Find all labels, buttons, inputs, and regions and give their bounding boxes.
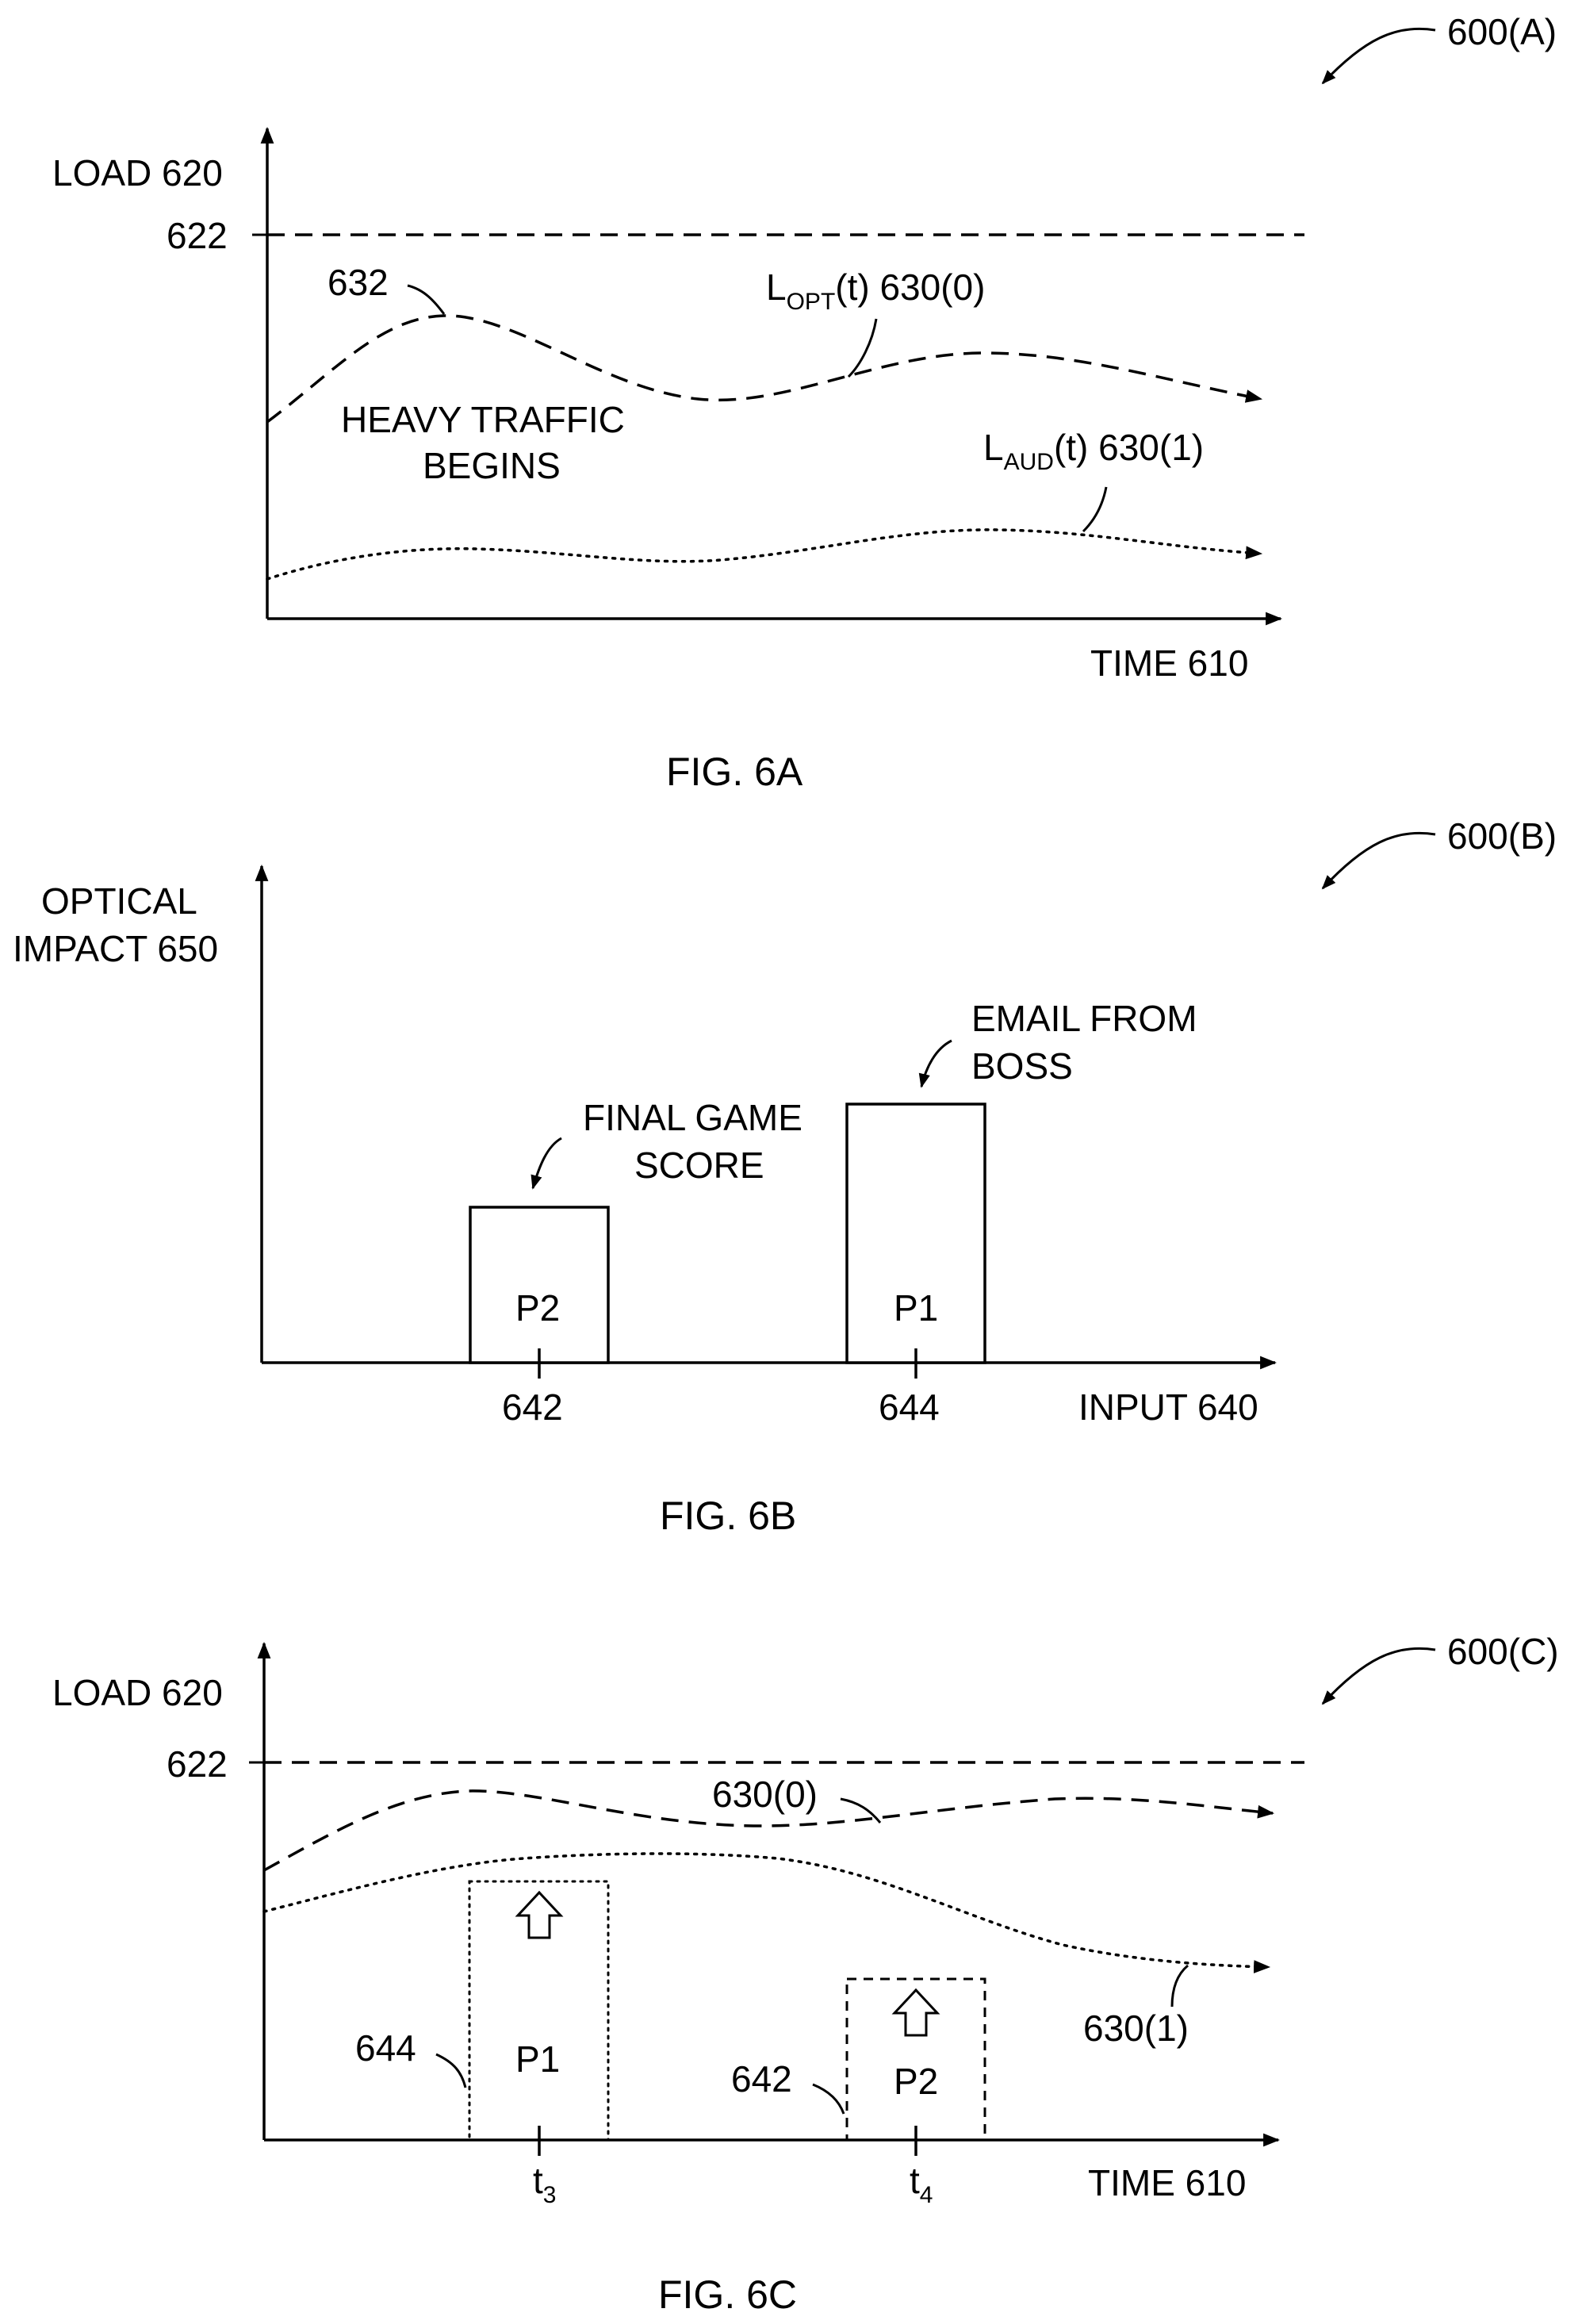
fig-6a-audio-load-curve bbox=[266, 528, 1263, 581]
fig-6c-box-p2-ref: 642 bbox=[731, 2058, 792, 2100]
fig-6a-peak-leader bbox=[407, 284, 446, 315]
fig-6a-caption: FIG. 6A bbox=[666, 750, 803, 794]
fig-6b-bar-p2-note-arrow bbox=[531, 1137, 562, 1190]
fig-6b-bar-p1-note-arrow bbox=[918, 1039, 952, 1088]
fig-6c-box-p2-up-arrow bbox=[891, 1988, 940, 2037]
fig-6b-bar-p1-label: P1 bbox=[894, 1287, 938, 1329]
fig-6c-reference: 600(C) bbox=[1447, 1631, 1559, 1672]
fig-6a-peak-label: 632 bbox=[328, 262, 389, 303]
fig-6c-box-p1-ref: 644 bbox=[355, 2027, 416, 2069]
fig-6c-caption: FIG. 6C bbox=[658, 2272, 797, 2317]
fig-6a-optical-curve-leader bbox=[847, 318, 878, 378]
fig-6c-box-p1 bbox=[468, 1880, 610, 2142]
fig-6c-audio-curve-leader bbox=[1170, 1964, 1189, 2008]
fig-6b-x-axis-label: INPUT 640 bbox=[1078, 1386, 1258, 1428]
fig-6b-reference-arrow bbox=[1321, 831, 1436, 890]
figure-6a: 600(A) LOAD 620 TIME 610 622 632 LOPT(t)… bbox=[52, 11, 1557, 794]
fig-6a-reference-arrow bbox=[1321, 27, 1436, 85]
fig-6b-bar-p2-note-line1: FINAL GAME bbox=[583, 1097, 802, 1138]
fig-6b-tick-644-label: 644 bbox=[879, 1386, 940, 1428]
fig-6b-bar-p2-note-line2: SCORE bbox=[634, 1145, 764, 1186]
fig-6a-event-label-line2: BEGINS bbox=[423, 445, 561, 486]
fig-6a-optical-curve-label: LOPT(t) 630(0) bbox=[766, 267, 985, 315]
fig-6c-box-p2-ref-leader bbox=[812, 2083, 845, 2115]
fig-6c-tick-t4-label: t4 bbox=[910, 2160, 933, 2208]
fig-6a-optical-load-curve bbox=[266, 314, 1263, 424]
fig-6c-audio-load-curve bbox=[262, 1852, 1271, 1973]
fig-6c-x-axis-label: TIME 610 bbox=[1088, 2162, 1246, 2203]
fig-6b-y-axis-label-line2: IMPACT 650 bbox=[13, 928, 218, 969]
fig-6c-box-p2 bbox=[845, 1977, 986, 2142]
fig-6c-box-p1-label: P1 bbox=[515, 2038, 560, 2080]
fig-6b-bar-p1-note-line1: EMAIL FROM bbox=[971, 998, 1197, 1039]
fig-6c-optical-curve-leader bbox=[840, 1797, 882, 1824]
fig-6b-bar-p2-label: P2 bbox=[515, 1287, 560, 1329]
figure-6c: 600(C) LOAD 620 TIME 610 622 630(0) 630(… bbox=[52, 1631, 1559, 2317]
fig-6a-audio-curve-leader bbox=[1082, 486, 1108, 533]
fig-6a-event-label-line1: HEAVY TRAFFIC bbox=[341, 399, 625, 440]
fig-6a-audio-curve-label: LAUD(t) 630(1) bbox=[983, 427, 1204, 475]
fig-6c-optical-load-curve bbox=[263, 1789, 1275, 1872]
fig-6b-caption: FIG. 6B bbox=[660, 1494, 796, 1538]
fig-6a-x-axis-label: TIME 610 bbox=[1090, 642, 1248, 684]
fig-6a-y-axis-label: LOAD 620 bbox=[52, 152, 223, 194]
fig-6c-box-p1-up-arrow bbox=[515, 1890, 564, 1939]
fig-6b-bar-p1-note-line2: BOSS bbox=[971, 1045, 1073, 1087]
fig-6b-y-axis-label-line1: OPTICAL bbox=[41, 880, 197, 922]
fig-6b-tick-642-label: 642 bbox=[502, 1386, 563, 1428]
fig-6a-threshold-label: 622 bbox=[167, 215, 228, 256]
fig-6c-tick-t3-label: t3 bbox=[533, 2160, 556, 2208]
fig-6c-threshold-label: 622 bbox=[167, 1743, 228, 1785]
fig-6c-box-p2-label: P2 bbox=[894, 2061, 938, 2102]
fig-6c-audio-curve-label: 630(1) bbox=[1083, 2008, 1189, 2049]
fig-6c-box-p1-ref-leader bbox=[435, 2053, 467, 2088]
fig-6c-reference-arrow bbox=[1321, 1647, 1436, 1705]
fig-6a-reference: 600(A) bbox=[1447, 11, 1557, 52]
fig-6b-bar-p2 bbox=[469, 1206, 610, 1364]
fig-6c-y-axis-label: LOAD 620 bbox=[52, 1672, 223, 1713]
fig-6b-reference: 600(B) bbox=[1447, 815, 1557, 857]
figure-6b: 600(B) OPTICAL IMPACT 650 INPUT 640 P2 6… bbox=[13, 815, 1557, 1538]
fig-6c-optical-curve-label: 630(0) bbox=[712, 1774, 818, 1815]
